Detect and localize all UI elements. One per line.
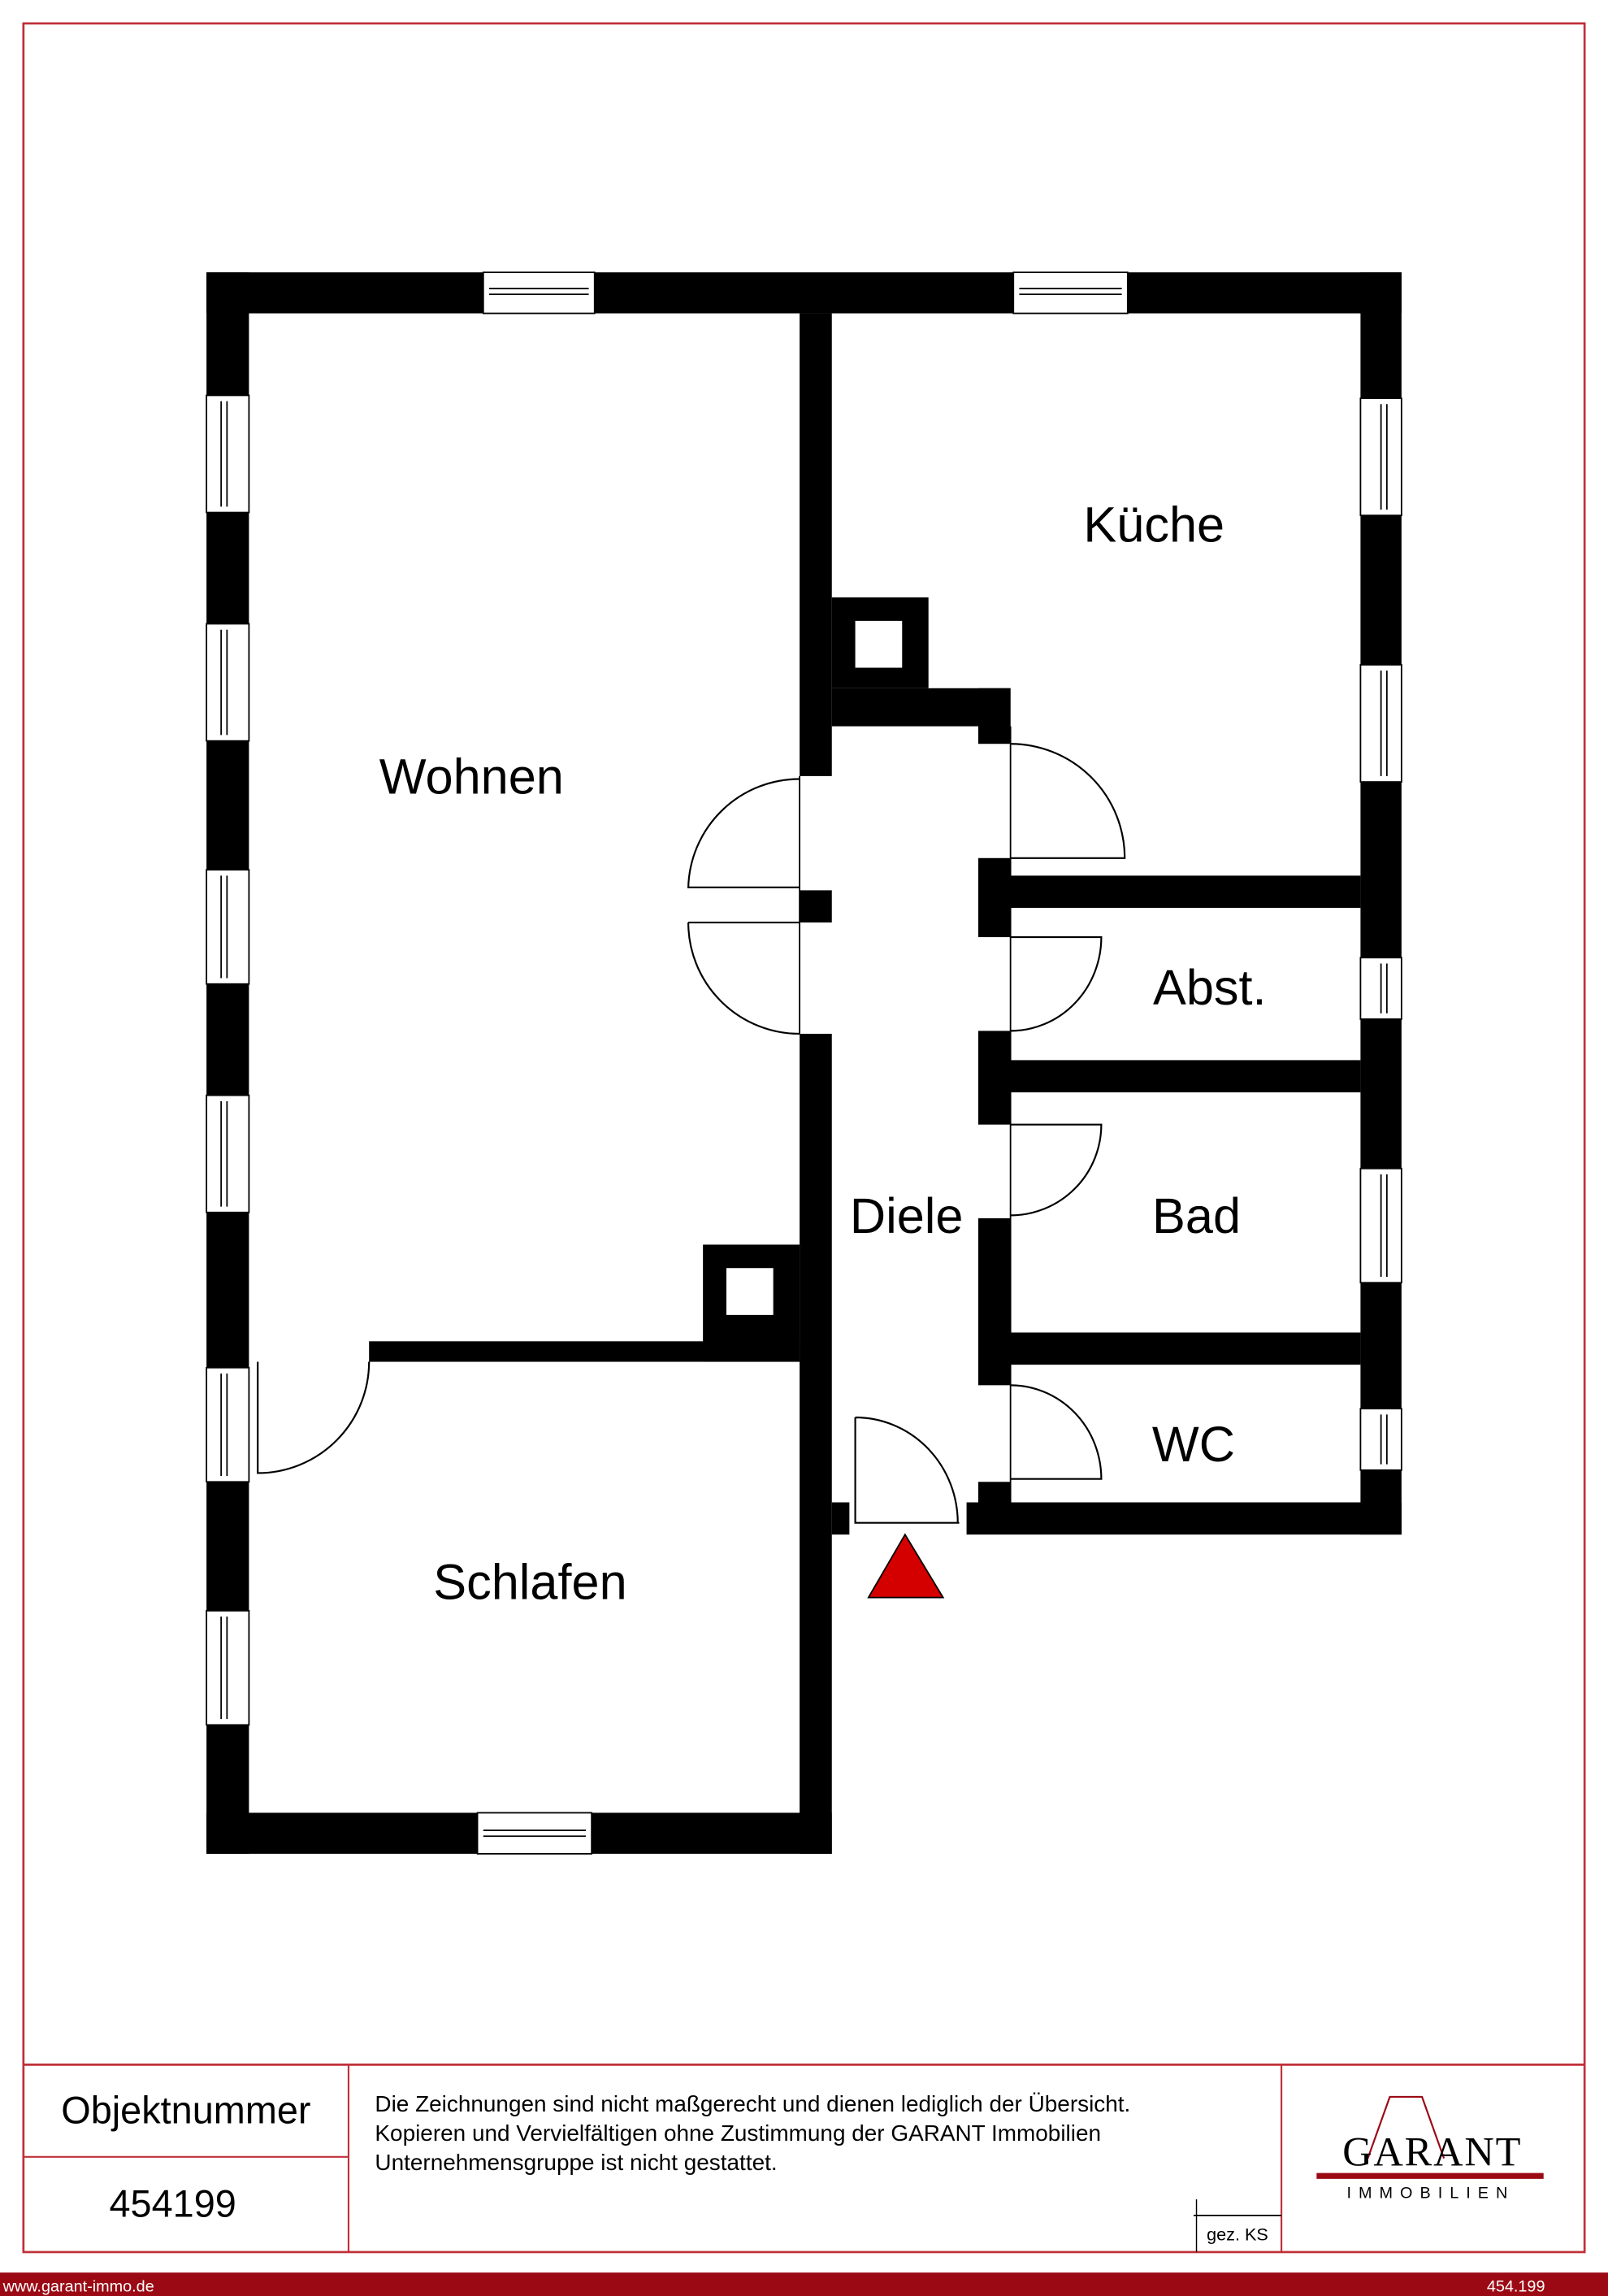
windows [206, 271, 1402, 1855]
reference-number: 454.199 [1487, 2278, 1545, 2296]
room-label-kueche: Küche [1083, 497, 1224, 553]
garant-logo: GARANT IMMOBILIEN [1316, 2095, 1544, 2202]
bottom-bar [0, 2272, 1608, 2296]
room-label-wc: WC [1152, 1417, 1235, 1472]
website-link[interactable]: www.garant-immo.de [2, 2278, 154, 2296]
room-label-diele: Diele [850, 1188, 964, 1243]
disclaimer-line-2: Kopieren und Vervielfältigen ohne Zustim… [375, 2120, 1101, 2146]
logo-sub: IMMOBILIEN [1346, 2184, 1515, 2202]
walls [206, 272, 1402, 1854]
entrance-marker-icon [867, 1533, 945, 1599]
signed-by: gez. KS [1207, 2224, 1268, 2245]
room-label-abst: Abst. [1153, 960, 1267, 1015]
disclaimer-line-1: Die Zeichnungen sind nicht maßgerecht un… [375, 2091, 1130, 2116]
disclaimer-line-3: Unternehmensgruppe ist nicht gestattet. [375, 2150, 777, 2175]
title-block: Objektnummer 454199 Die Zeichnungen sind… [23, 2063, 1585, 2252]
object-number: 454199 [109, 2183, 236, 2225]
object-number-label: Objektnummer [61, 2089, 310, 2131]
chimney-holes [726, 620, 903, 1315]
page-border [22, 22, 1586, 2254]
logo-name: GARANT [1342, 2129, 1522, 2175]
doors [257, 726, 1126, 1524]
room-label-wohnen: Wohnen [379, 749, 564, 805]
room-label-bad: Bad [1152, 1188, 1241, 1243]
room-label-schlafen: Schlafen [433, 1554, 626, 1609]
